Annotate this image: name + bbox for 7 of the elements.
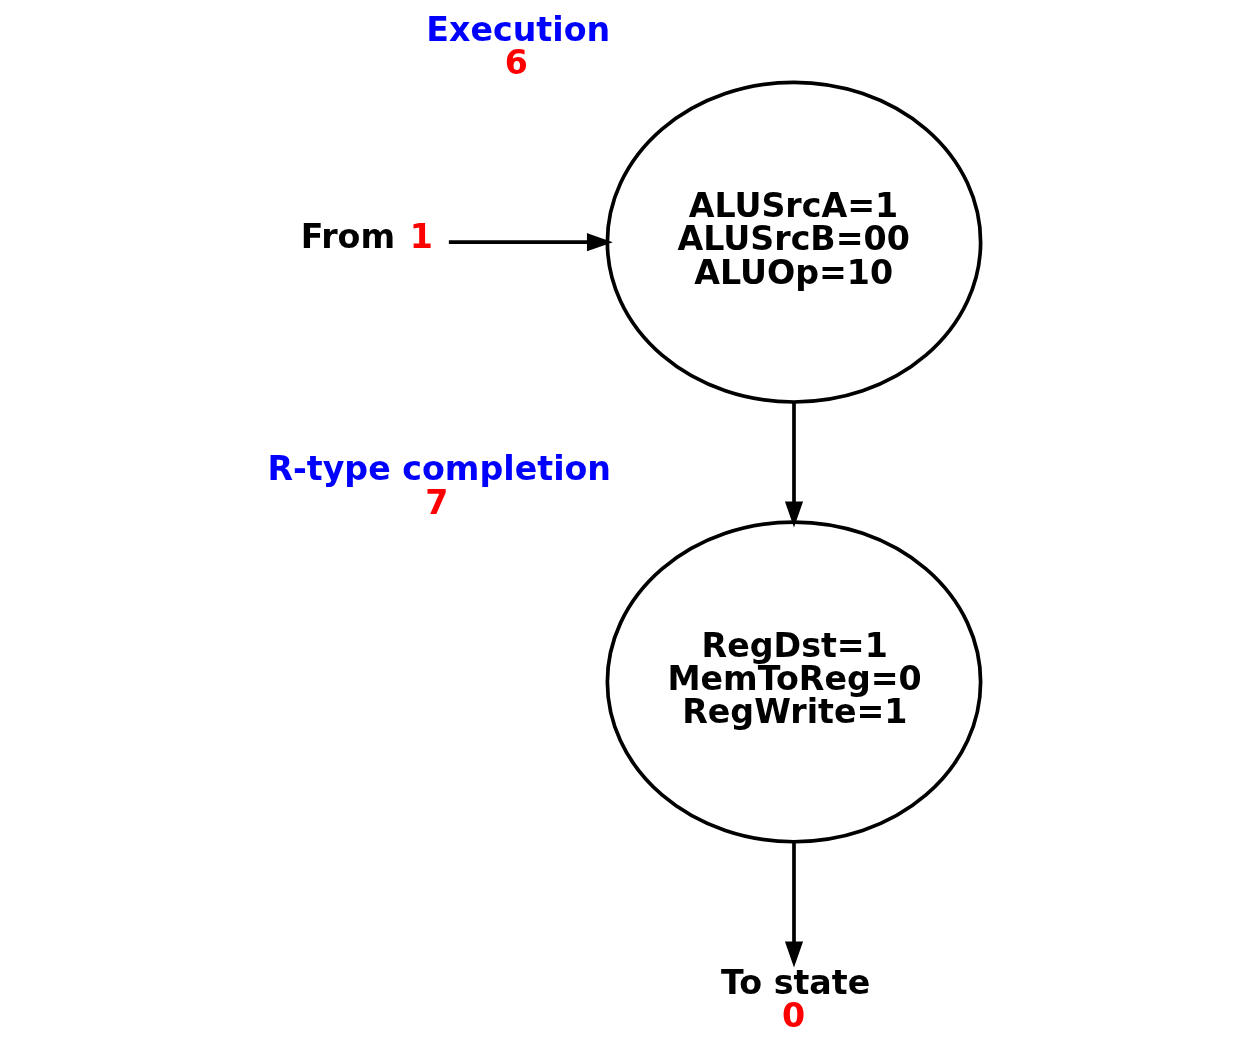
- arrow: [784, 402, 803, 528]
- arrow: [784, 842, 803, 968]
- node-ellipse: ALUSrcA=1 ALUSrcB=00 ALUOp=10: [605, 80, 982, 404]
- arrow: [448, 233, 613, 252]
- node-ellipse: RegDst=1 MemToReg=0 RegWrite=1: [605, 520, 982, 844]
- node-text: To state 0: [720, 963, 870, 1036]
- node-text: From 1: [300, 217, 433, 257]
